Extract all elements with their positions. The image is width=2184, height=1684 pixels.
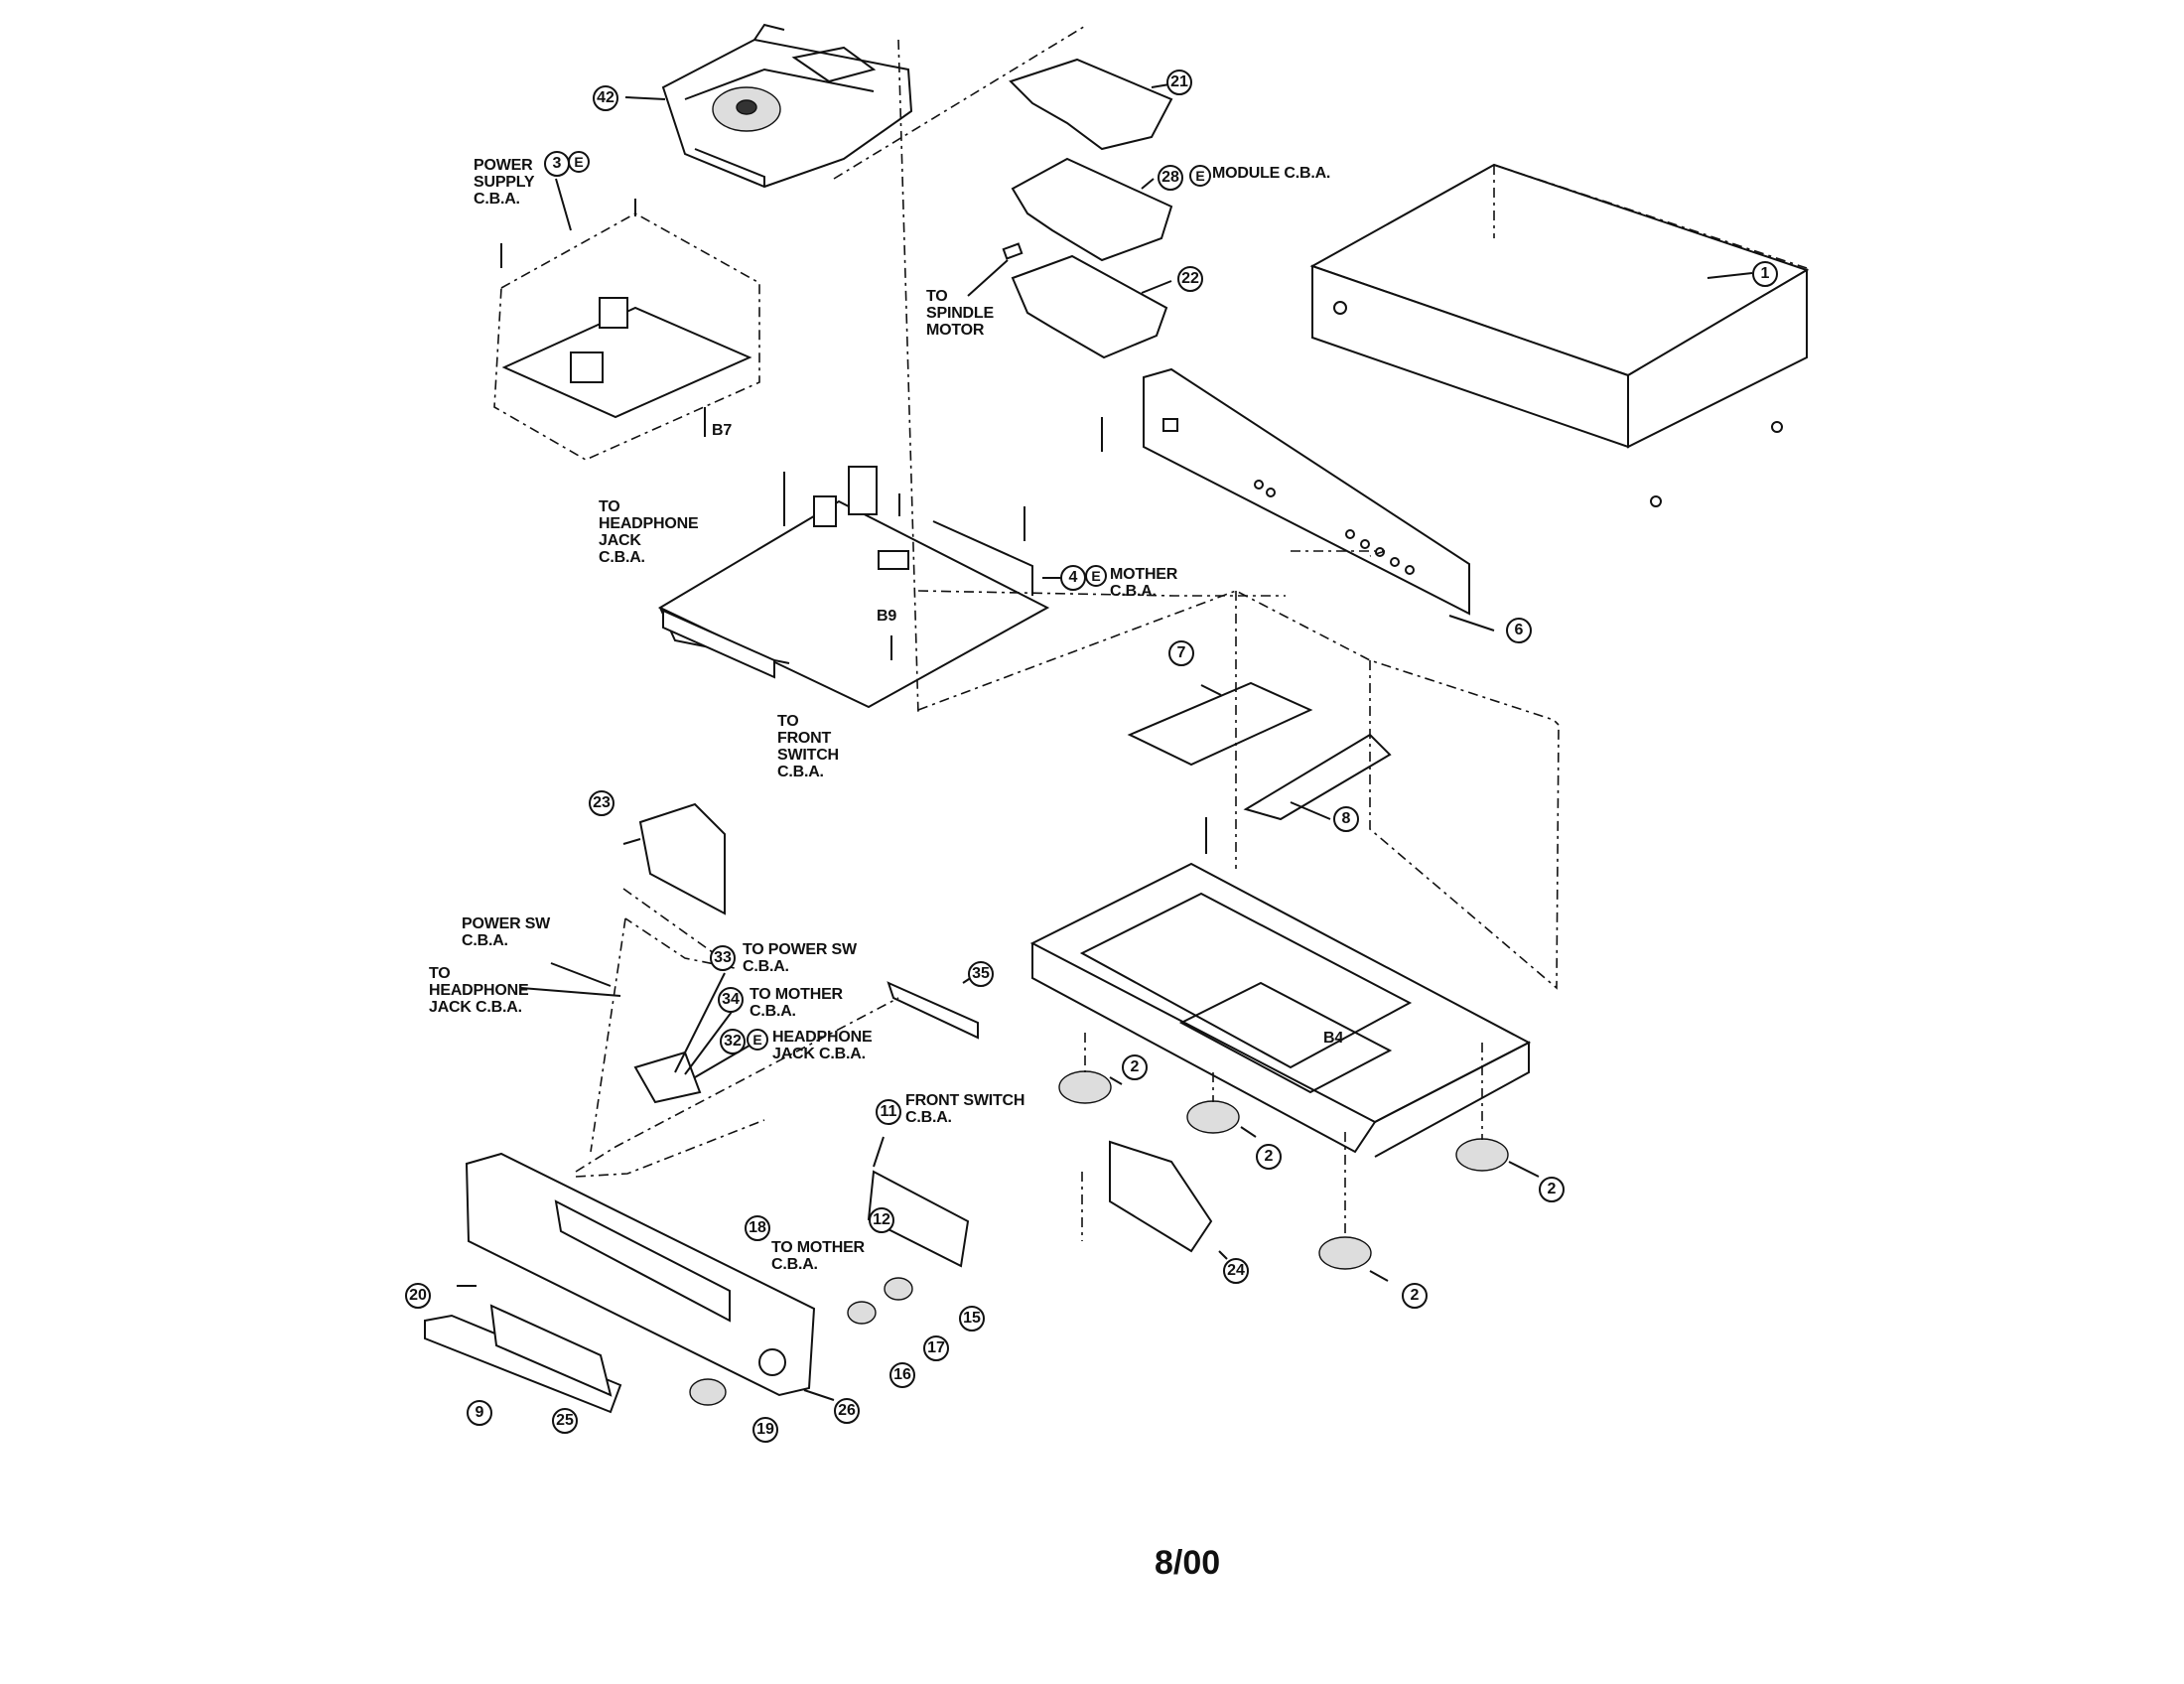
- part-callout-34: 34: [718, 987, 744, 1013]
- to-headphone-jack-left-label: TO HEADPHONE JACK C.B.A.: [429, 965, 529, 1016]
- part-callout-21: 21: [1166, 70, 1192, 95]
- power-supply-board: [493, 199, 760, 461]
- part-callout-2: 2: [1539, 1177, 1565, 1202]
- rear-panel: [1143, 367, 1470, 616]
- part-callout-2: 2: [1256, 1144, 1282, 1170]
- brackets: [1127, 681, 1392, 854]
- part-callout-2: 2: [1402, 1283, 1428, 1309]
- to-headphone-jack-label: TO HEADPHONE JACK C.B.A.: [599, 498, 699, 566]
- e-mark: E: [568, 151, 590, 173]
- part-callout-11: 11: [876, 1099, 901, 1125]
- part-callout-7: 7: [1168, 640, 1194, 666]
- screw-b9-label: B9: [877, 608, 897, 625]
- e-mark: E: [1085, 565, 1107, 587]
- to-spindle-motor-label: TO SPINDLE MOTOR: [926, 288, 994, 339]
- part-callout-12: 12: [869, 1207, 894, 1233]
- part-callout-20: 20: [405, 1283, 431, 1309]
- screw-b4-label: B4: [1323, 1030, 1344, 1047]
- part-callout-18: 18: [745, 1215, 770, 1241]
- part-callout-2: 2: [1122, 1054, 1148, 1080]
- part-callout-23: 23: [589, 790, 614, 816]
- front-panel: [424, 802, 1213, 1414]
- part-callout-22: 22: [1177, 266, 1203, 292]
- screw-b7-label: B7: [712, 422, 733, 439]
- part-callout-9: 9: [467, 1400, 492, 1426]
- module-label: MODULE C.B.A.: [1212, 165, 1331, 182]
- part-callout-8: 8: [1333, 806, 1359, 832]
- module-boards: [1002, 58, 1173, 452]
- mother-label: MOTHER C.B.A.: [1110, 566, 1178, 600]
- part-callout-28: 28: [1158, 165, 1183, 191]
- part-callout-42: 42: [593, 85, 618, 111]
- part-callout-1: 1: [1752, 261, 1778, 287]
- top-cover: [1309, 163, 1810, 507]
- leader-lines: [457, 83, 1753, 1401]
- headphone-jack-label: HEADPHONE JACK C.B.A.: [772, 1029, 873, 1062]
- mother-board: [657, 466, 1050, 709]
- part-callout-32: 32: [720, 1029, 746, 1054]
- part-callout-26: 26: [834, 1398, 860, 1424]
- part-callout-35: 35: [968, 961, 994, 987]
- to-mother-34-label: TO MOTHER C.B.A.: [750, 986, 843, 1020]
- part-callout-19: 19: [752, 1417, 778, 1443]
- part-callout-33: 33: [710, 945, 736, 971]
- part-callout-25: 25: [552, 1408, 578, 1434]
- part-callout-24: 24: [1223, 1258, 1249, 1284]
- disc-loader-mechanism: [661, 23, 913, 189]
- part-callout-3: 3: [544, 151, 570, 177]
- part-callout-15: 15: [959, 1306, 985, 1332]
- power-supply-label: POWER SUPPLY C.B.A.: [474, 157, 535, 208]
- e-mark: E: [1189, 165, 1211, 187]
- dashed-guide-lines: [575, 24, 1560, 1241]
- front-switch-label: FRONT SWITCH C.B.A.: [905, 1092, 1025, 1126]
- e-mark: E: [747, 1029, 768, 1051]
- to-front-switch-label: TO FRONT SWITCH C.B.A.: [777, 713, 839, 780]
- part-callout-16: 16: [889, 1362, 915, 1388]
- to-mother-18-label: TO MOTHER C.B.A.: [771, 1239, 865, 1273]
- power-sw-label: POWER SW C.B.A.: [462, 915, 551, 949]
- part-callout-17: 17: [923, 1335, 949, 1361]
- part-callout-4: 4: [1060, 565, 1086, 591]
- part-callout-6: 6: [1506, 618, 1532, 643]
- to-power-sw-label: TO POWER SW C.B.A.: [743, 941, 857, 975]
- revision-date: 8/00: [1155, 1544, 1221, 1582]
- bottom-chassis: [1029, 862, 1532, 1158]
